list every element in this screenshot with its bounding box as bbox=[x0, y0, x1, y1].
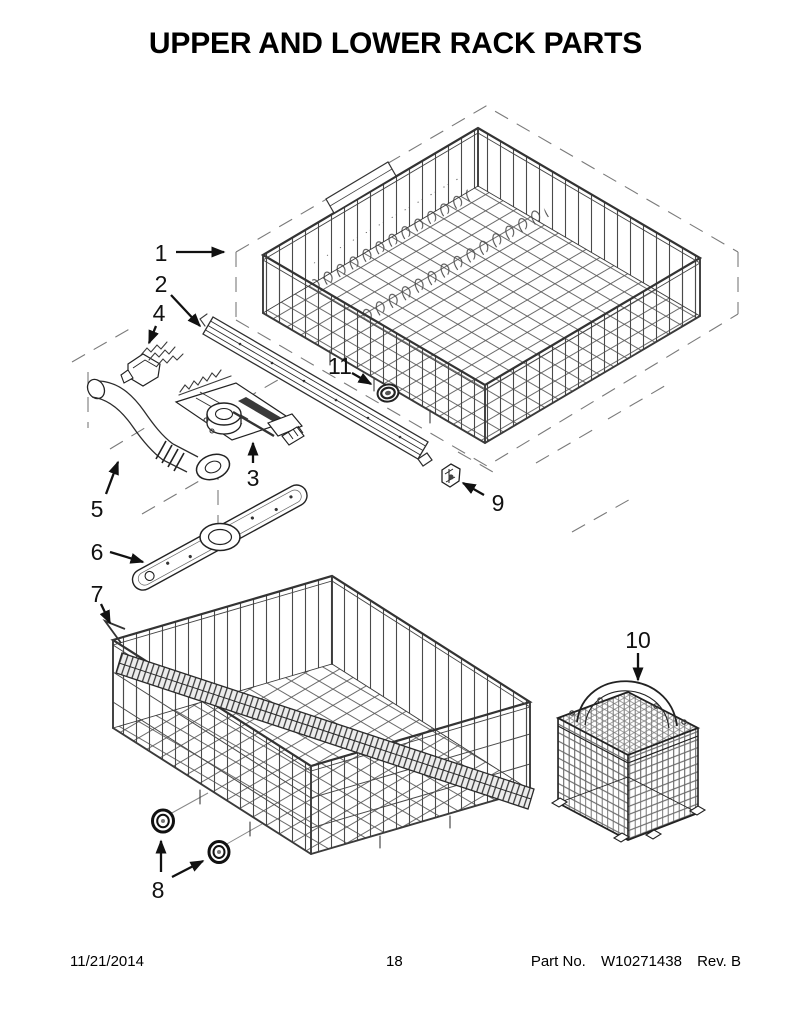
silverware-basket-drawing bbox=[550, 680, 707, 843]
callout-4-label: 4 bbox=[153, 300, 166, 326]
adjuster-rail-drawing bbox=[199, 313, 433, 467]
footer-revision: Rev. B bbox=[697, 953, 741, 970]
footer-date: 11/21/2014 bbox=[70, 953, 144, 970]
callout-11-label: 11 bbox=[328, 353, 352, 379]
callout-9-arrow bbox=[461, 482, 485, 496]
callout-5-label: 5 bbox=[91, 496, 104, 522]
callout-8-arrow-right bbox=[171, 859, 205, 879]
callout-3-label: 3 bbox=[247, 465, 260, 491]
callout-5-arrow bbox=[104, 460, 120, 495]
callout-9-label: 9 bbox=[492, 490, 505, 516]
stop-clip-drawing bbox=[120, 341, 184, 387]
feed-tube-drawing bbox=[86, 378, 231, 481]
footer-page-number: 18 bbox=[386, 953, 403, 970]
callout-11-arrow bbox=[351, 372, 373, 385]
footer-part-info: Part No. W10271438 Rev. B bbox=[531, 953, 741, 970]
callout-4-arrow bbox=[147, 325, 159, 345]
track-stop-drawing bbox=[441, 463, 461, 488]
rack-wheels-drawing bbox=[151, 808, 231, 864]
callout-labels: 1 2 4 3 5 6 7 8 9 10 11 bbox=[91, 240, 651, 903]
callout-arrows bbox=[99, 246, 644, 879]
grommet-drawing bbox=[376, 383, 400, 403]
upper-rack-drawing bbox=[260, 126, 703, 445]
page-title: UPPER AND LOWER RACK PARTS bbox=[148, 27, 643, 60]
callout-1-label: 1 bbox=[155, 240, 168, 266]
lower-rack-drawing bbox=[102, 574, 535, 856]
rack-adjuster-drawing bbox=[174, 369, 305, 446]
callout-7-arrow bbox=[99, 603, 112, 625]
callout-6-arrow bbox=[109, 550, 145, 564]
upper-rack-phantom-outline bbox=[235, 105, 739, 467]
spray-arm-drawing bbox=[131, 484, 308, 591]
footer-part-number: W10271438 bbox=[601, 953, 682, 970]
footer-part-label: Part No. bbox=[530, 953, 586, 970]
callout-2-label: 2 bbox=[155, 271, 168, 297]
callout-2-arrow bbox=[170, 294, 202, 328]
callout-7-label: 7 bbox=[91, 581, 104, 607]
callout-6-label: 6 bbox=[91, 539, 104, 565]
callout-8-label: 8 bbox=[152, 877, 165, 903]
callout-10-label: 10 bbox=[625, 627, 651, 653]
